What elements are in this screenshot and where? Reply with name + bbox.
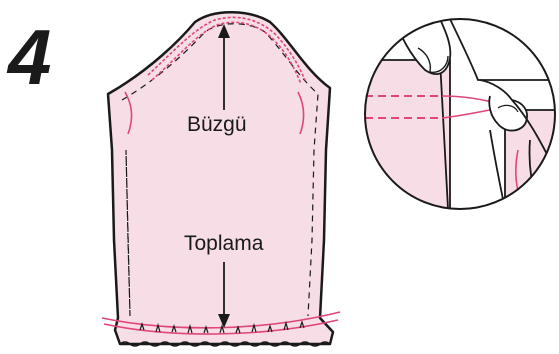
label-middle: Toplama — [181, 232, 266, 256]
label-top: Büzgü — [184, 113, 250, 137]
sleeve-pattern-piece — [108, 12, 333, 344]
